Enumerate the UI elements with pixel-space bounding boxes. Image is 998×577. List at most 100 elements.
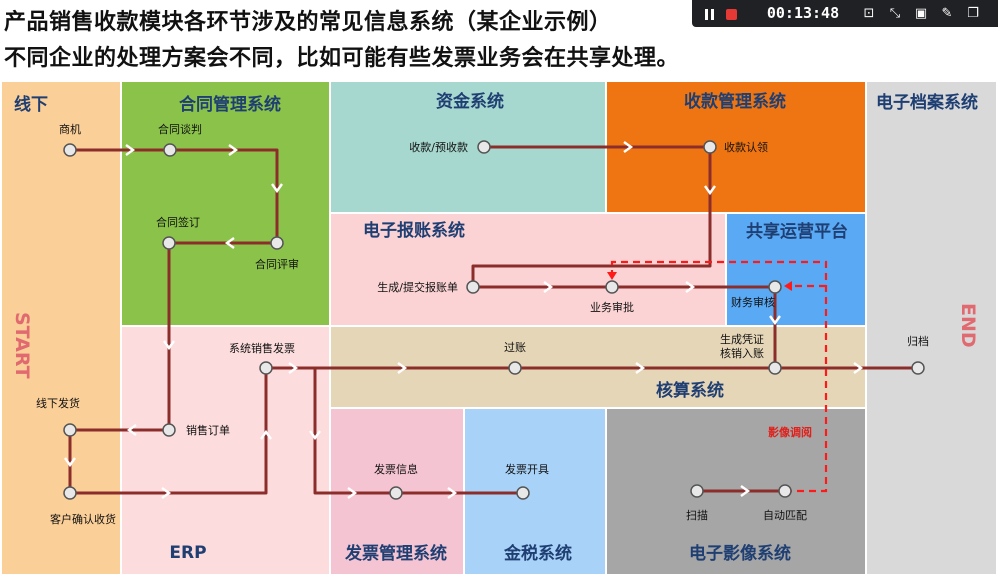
- zone-title-funds: 资金系统: [436, 91, 504, 112]
- node-collection_prepay: [477, 140, 491, 154]
- flow-chevron-2: [271, 183, 283, 194]
- flow-chevron-3: [224, 237, 235, 249]
- recording-timer: 00:13:48: [766, 4, 840, 22]
- stop-icon[interactable]: [720, 0, 742, 27]
- flow-chevron-15: [853, 362, 864, 374]
- node-label-collection_prepay: 收款/预收款: [409, 140, 468, 154]
- flow-chevron-12: [447, 487, 458, 499]
- flow-chevron-13: [397, 362, 408, 374]
- node-label-offline_shipment: 线下发货: [36, 396, 80, 410]
- node-label-finance_review: 财务审核: [731, 295, 775, 309]
- node-system_invoice: [259, 361, 273, 375]
- node-label-business_approval: 业务审批: [590, 300, 634, 314]
- zone-title-golden_tax: 金税系统: [503, 543, 572, 564]
- start-label: START: [11, 312, 33, 379]
- flow-lines: [68, 145, 918, 495]
- flow-line-5: [70, 368, 268, 495]
- node-expense_submit: [466, 280, 480, 294]
- pen-icon[interactable]: ✎: [941, 6, 953, 21]
- zone-title-contract: 合同管理系统: [179, 94, 281, 115]
- zone-expense: [331, 214, 725, 325]
- page-subtitle: 不同企业的处理方案会不同，比如可能有些发票业务会在共享处理。: [4, 46, 680, 71]
- flow-chevron-8: [260, 429, 272, 440]
- node-label-scanning: 扫描: [686, 508, 708, 522]
- node-collection_confirm: [703, 140, 717, 154]
- node-label-collection_confirm: 收款认领: [724, 140, 768, 154]
- pause-icon[interactable]: [698, 0, 720, 27]
- node-label-sales_order: 销售订单: [186, 423, 230, 437]
- flow-chevron-20: [769, 315, 781, 326]
- node-auto_match: [778, 484, 792, 498]
- node-archiving: [911, 361, 925, 375]
- zone-title-offline: 线下: [14, 94, 48, 115]
- flow-chevron-10: [309, 430, 321, 441]
- flow-chevron-5: [126, 424, 137, 436]
- node-contract_review: [270, 236, 284, 250]
- zone-title-erp: ERP: [169, 543, 206, 563]
- flow-arrows: [64, 141, 864, 499]
- node-scanning: [690, 484, 704, 498]
- node-invoice_issue: [516, 486, 530, 500]
- node-label-auto_match: 自动匹配: [763, 509, 807, 522]
- screen-recorder-toolbar: 00:13:48 ⊡ ⤡ ▣ ✎ ❐: [692, 0, 998, 27]
- flow-chevron-0: [125, 144, 136, 156]
- flow-chevron-9: [288, 362, 299, 374]
- node-label-contract_review: 合同评审: [255, 257, 299, 271]
- zone-erp: [122, 327, 329, 574]
- dashed-arrowhead-down: [607, 272, 617, 280]
- flow-chevron-4: [163, 340, 175, 351]
- node-posting: [508, 361, 522, 375]
- zone-title-accounting: 核算系统: [656, 380, 724, 401]
- dashed-arrowhead-left: [784, 281, 792, 291]
- image-retrieval-label: 影像调阅: [768, 425, 812, 439]
- window-icon[interactable]: ❐: [967, 6, 979, 21]
- node-voucher: [768, 361, 782, 375]
- node-label-posting: 过账: [504, 341, 526, 354]
- flow-nodes: [63, 140, 925, 500]
- zone-archive: [867, 82, 996, 574]
- node-label-expense_submit: 生成/提交报账单: [377, 280, 458, 294]
- node-label-archiving: 归档: [907, 334, 929, 348]
- flow-chevron-19: [685, 281, 696, 293]
- node-label-voucher_line2: 核销入账: [720, 346, 764, 360]
- node-label-invoice_info: 发票信息: [374, 462, 418, 476]
- zone-shared: [727, 214, 865, 325]
- node-finance_review: [768, 280, 782, 294]
- node-contract_signing: [162, 236, 176, 250]
- flow-chevron-6: [64, 457, 76, 468]
- zone-title-expense: 电子报账系统: [363, 220, 465, 241]
- flow-chevron-18: [543, 281, 554, 293]
- node-customer_receipt: [63, 486, 77, 500]
- screenshot-icon[interactable]: ⊡: [863, 6, 875, 21]
- node-contract_negotiation: [163, 143, 177, 157]
- node-label-contract_negotiation: 合同谈判: [158, 122, 202, 136]
- zone-title-collection: 收款管理系统: [684, 91, 786, 112]
- zone-title-shared: 共享运营平台: [746, 221, 848, 242]
- zone-title-archive: 电子档案系统: [876, 92, 978, 113]
- flow-chevron-21: [740, 485, 751, 497]
- node-label-contract_signing: 合同签订: [156, 215, 200, 229]
- node-label-customer_receipt: 客户确认收货: [50, 512, 116, 526]
- end-label: END: [957, 303, 979, 348]
- node-label-voucher_line1: 生成凭证: [720, 332, 764, 346]
- dashed-retrieval-line: [610, 260, 828, 493]
- flow-chevron-7: [161, 487, 172, 499]
- fullscreen-icon[interactable]: ⤡: [889, 6, 901, 21]
- flow-chevron-11: [347, 487, 358, 499]
- zone-contract: [122, 82, 329, 325]
- flow-chevron-1: [228, 144, 239, 156]
- zone-title-imaging: 电子影像系统: [689, 543, 791, 564]
- flow-chevron-17: [704, 185, 716, 196]
- flow-chevron-14: [635, 362, 646, 374]
- node-invoice_info: [389, 486, 403, 500]
- camera-icon[interactable]: ▣: [914, 6, 928, 21]
- zone-title-invoice_mgmt: 发票管理系统: [344, 543, 447, 564]
- node-label-invoice_issue: 发票开具: [505, 462, 549, 476]
- node-label-system_invoice: 系统销售发票: [229, 341, 295, 355]
- flow-chevron-16: [623, 141, 634, 153]
- node-sales_order: [162, 423, 176, 437]
- zones-layer: [2, 82, 996, 574]
- flow-line-8: [471, 145, 775, 289]
